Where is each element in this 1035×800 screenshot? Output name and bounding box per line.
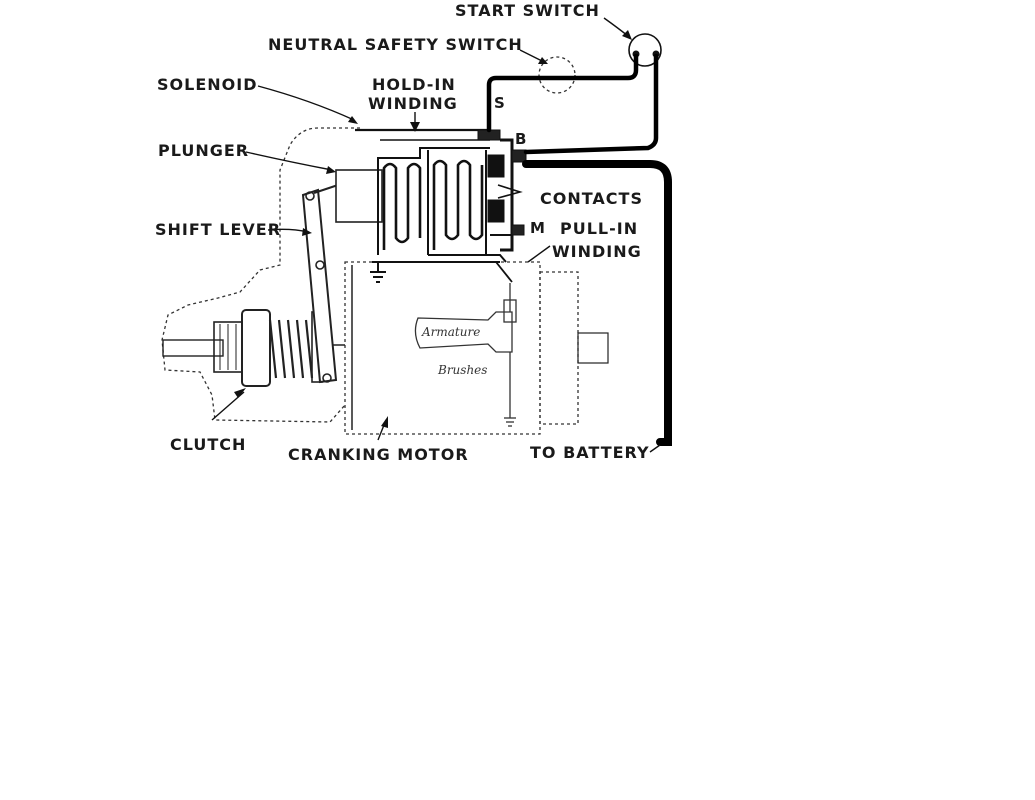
leader-lines [211, 17, 661, 453]
label-solenoid: SOLENOID [157, 75, 257, 94]
contact-block [477, 129, 527, 252]
solenoid-body [355, 128, 500, 263]
terminal-b: B [515, 130, 526, 148]
hold-in-winding-coils [382, 159, 484, 250]
label-cranking-motor: CRANKING MOTOR [288, 445, 469, 464]
label-clutch: CLUTCH [170, 435, 246, 454]
label-neutral-safety-switch: NEUTRAL SAFETY SWITCH [268, 35, 523, 54]
label-start-switch: START SWITCH [455, 1, 600, 20]
shift-lever [301, 184, 339, 384]
label-hold-in-winding: WINDING [368, 94, 458, 113]
handwritten-brushes: Brushes [437, 363, 487, 377]
plunger [335, 169, 383, 223]
arrow-heads [234, 30, 632, 428]
cranking-motor [351, 265, 609, 430]
label-plunger: PLUNGER [158, 141, 249, 160]
label-to-battery: TO BATTERY [530, 443, 650, 462]
label-shift-lever: SHIFT LEVER [155, 220, 281, 239]
label-hold-in: HOLD-IN [372, 75, 456, 94]
label-contacts: CONTACTS [540, 189, 643, 208]
label-pull-in: PULL-IN [560, 219, 638, 238]
ground-symbol [370, 262, 386, 283]
handwritten-armature: Armature [421, 325, 480, 339]
handwritten-armature-sketch [414, 283, 517, 427]
pull-in-winding-coils [427, 150, 513, 283]
label-pull-in-winding: WINDING [552, 242, 642, 261]
terminal-m: M [530, 219, 545, 237]
wiring [486, 53, 672, 446]
neutral-safety-switch [538, 56, 576, 94]
terminal-s: S [494, 94, 505, 112]
